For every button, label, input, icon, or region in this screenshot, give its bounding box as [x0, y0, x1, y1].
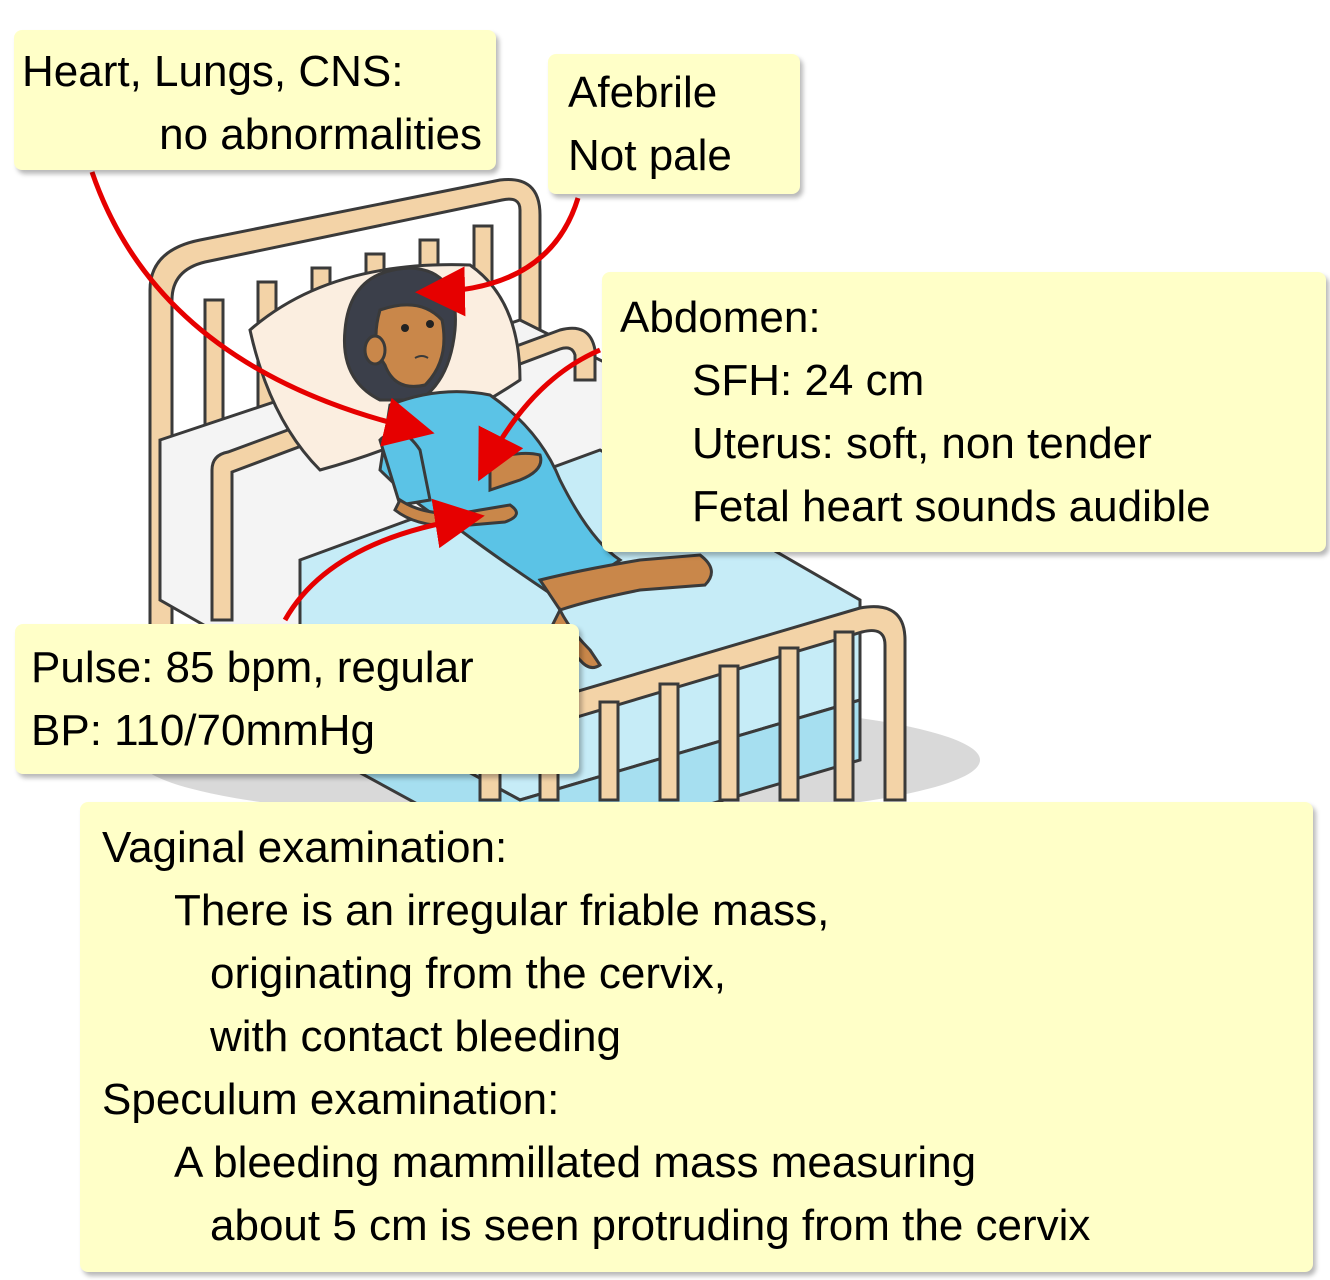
note-speculum-line1: A bleeding mammillated mass measuring [174, 1138, 977, 1187]
note-vaginal-line3: with contact bleeding [210, 1012, 621, 1061]
note-vaginal-line2: originating from the cervix, [210, 949, 726, 998]
note-afebrile: Afebrile Not pale [548, 54, 800, 194]
note-abdomen: Abdomen: SFH: 24 cm Uterus: soft, non te… [602, 272, 1326, 552]
note-heart-line1: Heart, Lungs, CNS: [22, 47, 404, 96]
note-vaginal-line1: There is an irregular friable mass, [174, 886, 830, 935]
note-abdomen-fetal: Fetal heart sounds audible [692, 482, 1211, 531]
note-vitals-bp: BP: 110/70mmHg [31, 706, 376, 755]
annotation-arrows [89, 171, 601, 622]
note-vaginal-title: Vaginal examination: [102, 823, 508, 872]
arrow-heart-to-chest [89, 171, 435, 447]
patient [342, 266, 713, 670]
note-afebrile-line1: Afebrile [568, 68, 718, 117]
arrow-afebrile-to-head [415, 197, 581, 317]
note-heart-lungs-cns: Heart, Lungs, CNS: no abnormalities [14, 30, 496, 170]
note-abdomen-sfh: SFH: 24 cm [692, 356, 925, 405]
note-vitals-pulse: Pulse: 85 bpm, regular [31, 643, 474, 692]
note-heart-line2: no abnormalities [159, 110, 482, 159]
note-afebrile-line2: Not pale [568, 131, 732, 180]
note-speculum-title: Speculum examination: [102, 1075, 560, 1124]
arrow-abdomen-to-belly [478, 347, 601, 482]
note-vitals: Pulse: 85 bpm, regular BP: 110/70mmHg [15, 624, 579, 774]
note-abdomen-uterus: Uterus: soft, non tender [692, 419, 1152, 468]
note-speculum-line2: about 5 cm is seen protruding from the c… [210, 1201, 1091, 1250]
note-examination: Vaginal examination: There is an irregul… [80, 802, 1313, 1272]
arrow-pulse-to-wrist [282, 498, 485, 622]
bed-side-rail [210, 326, 597, 622]
note-abdomen-title: Abdomen: [620, 293, 821, 342]
